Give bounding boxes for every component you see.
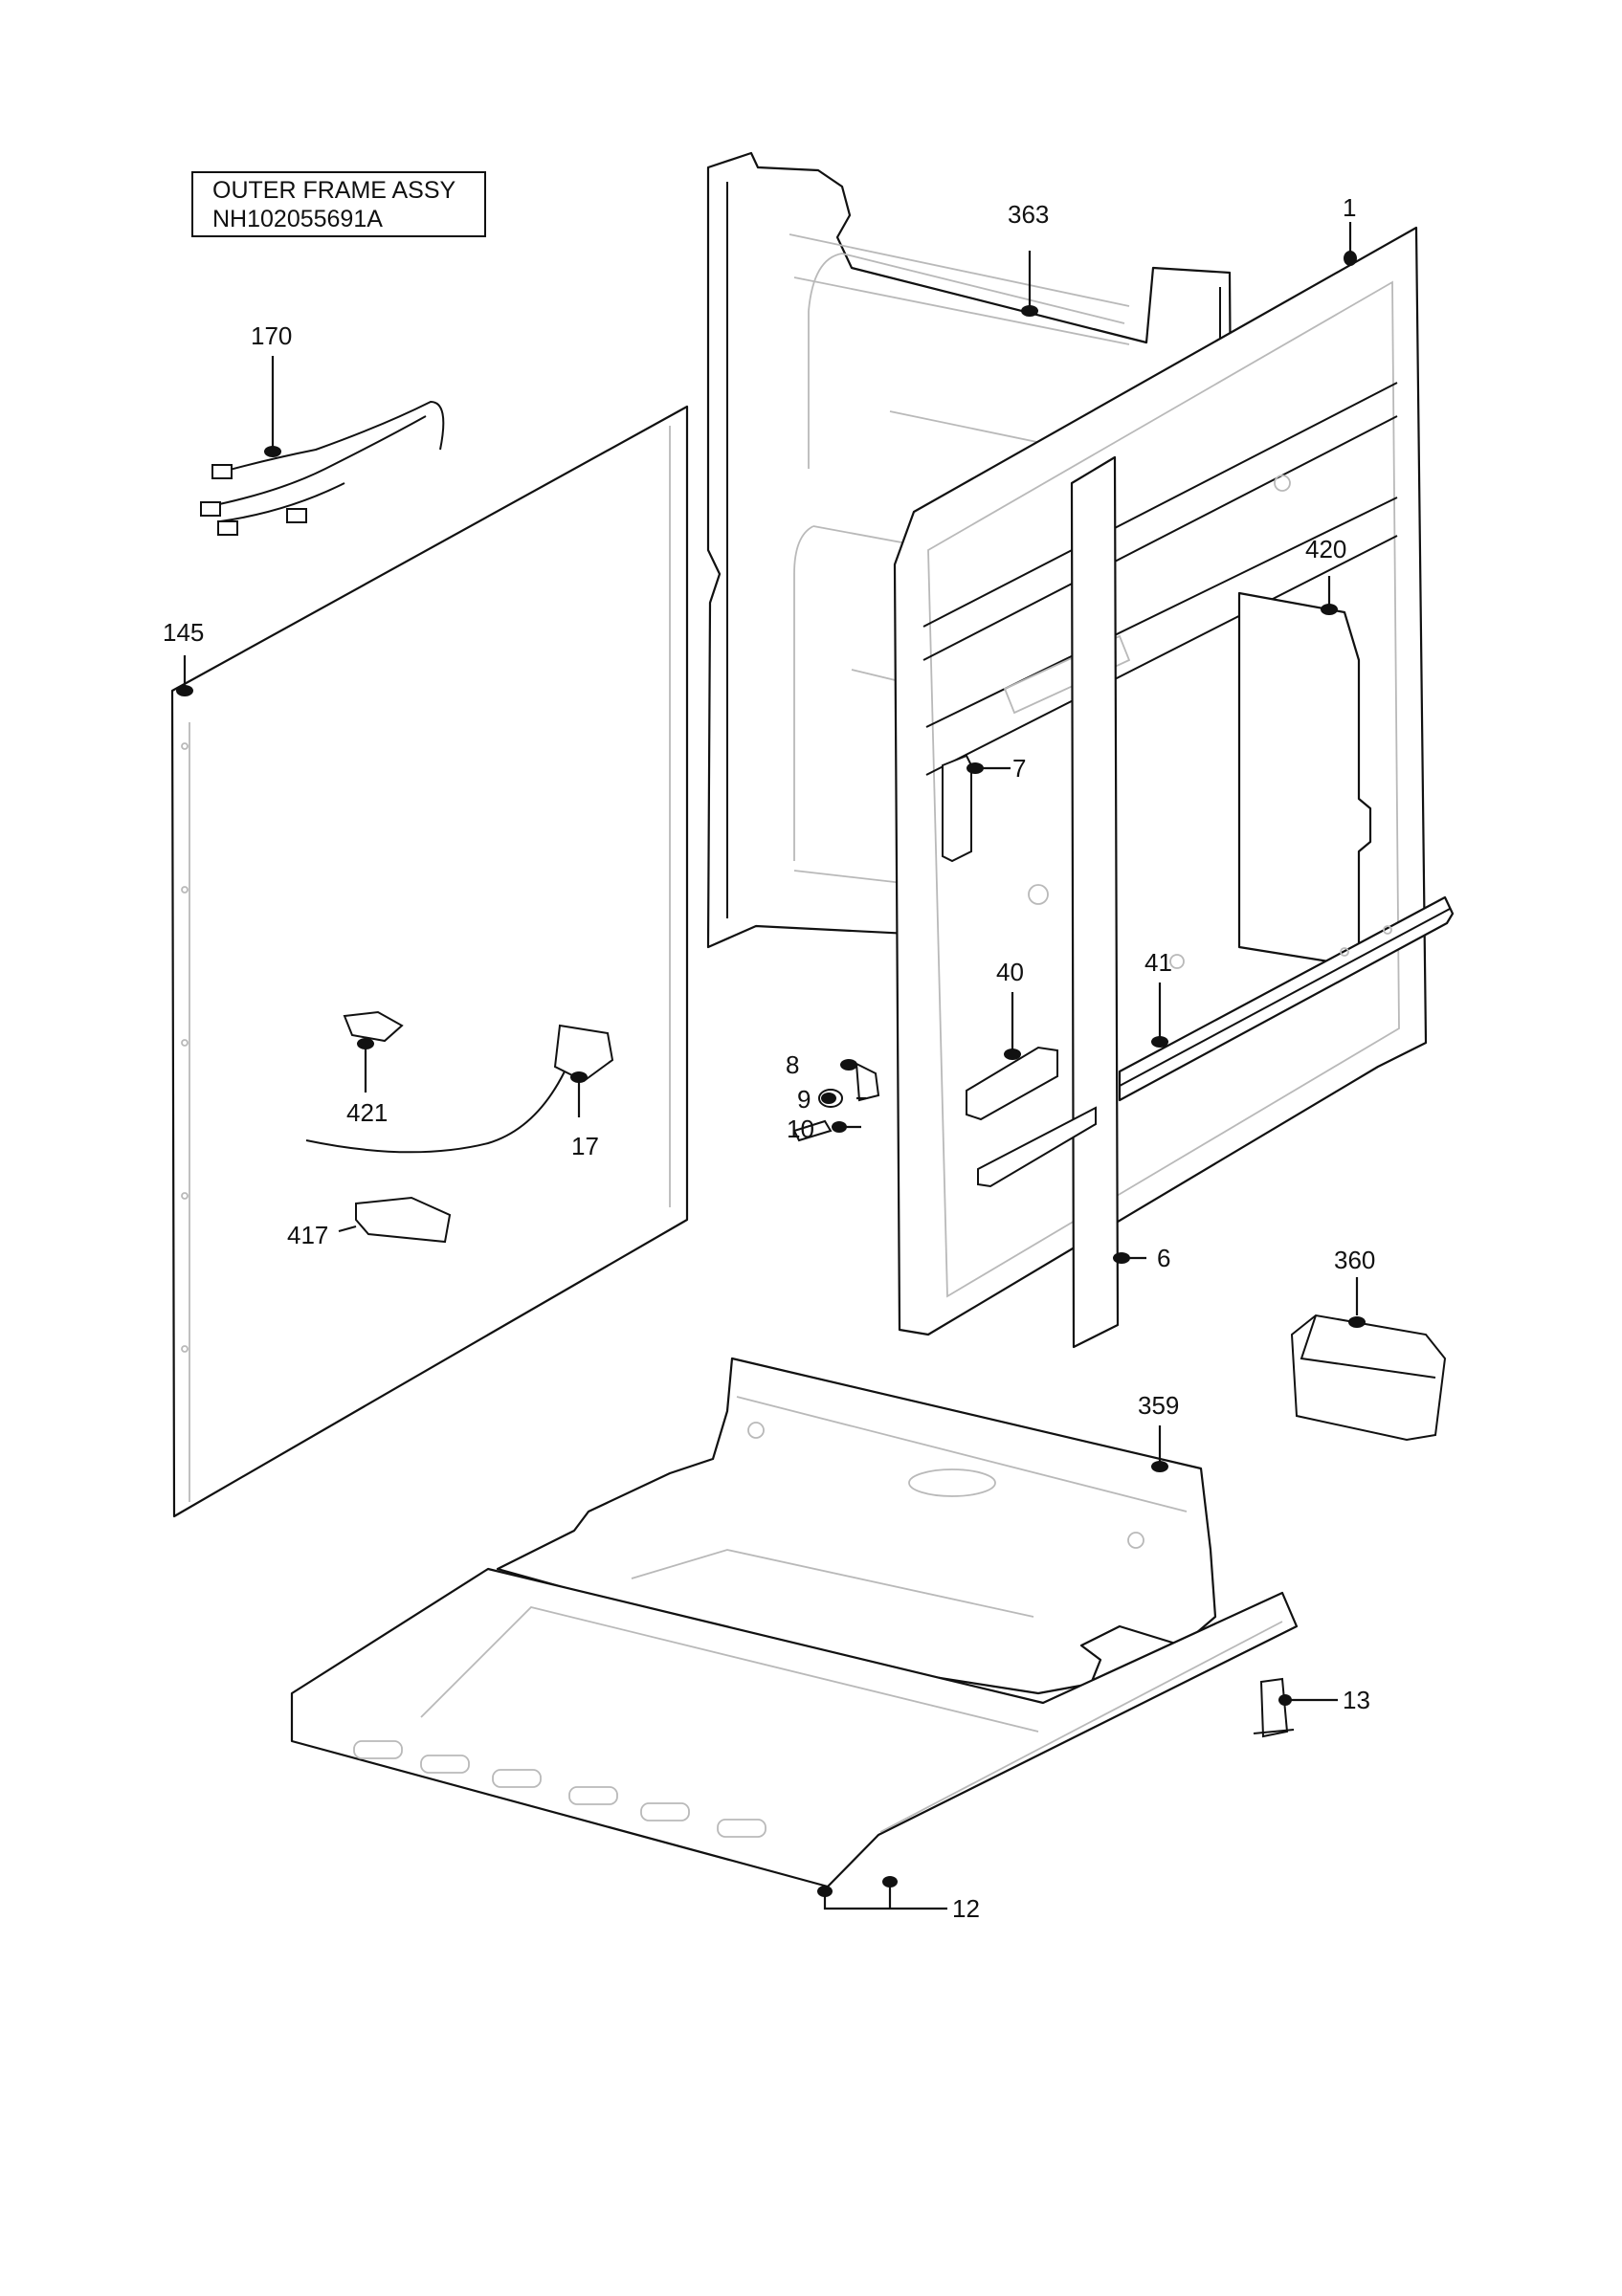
base-cover-359 (496, 1357, 1217, 1695)
callout-12: 12 (952, 1894, 980, 1923)
dot-12b (882, 1876, 898, 1888)
dot-7 (967, 762, 984, 774)
part-421 (343, 1010, 404, 1043)
callout-6: 6 (1157, 1244, 1170, 1272)
reference-dots (176, 251, 1366, 1897)
callout-labels: 1 363 420 170 145 7 8 9 10 40 41 421 17 … (163, 193, 1375, 1923)
dot-145 (176, 685, 193, 696)
dot-1 (1344, 251, 1357, 266)
dot-8 (840, 1059, 857, 1071)
connector-417 (355, 1196, 452, 1244)
wire-harness-170 (200, 400, 445, 536)
dot-360 (1348, 1316, 1366, 1328)
callout-41: 41 (1144, 948, 1172, 977)
callout-363: 363 (1008, 200, 1049, 229)
dot-6 (1113, 1252, 1130, 1264)
vertical-strip-6 (1070, 455, 1120, 1349)
bracket-7 (942, 754, 972, 863)
dot-420 (1321, 604, 1338, 615)
callout-145: 145 (163, 618, 204, 647)
callout-170: 170 (251, 321, 292, 350)
plug-cable-17 (305, 1024, 614, 1154)
dot-170 (264, 446, 281, 457)
callout-8: 8 (786, 1050, 799, 1079)
callout-10: 10 (787, 1115, 814, 1143)
callout-417: 417 (287, 1221, 328, 1249)
foot-13 (1253, 1677, 1295, 1738)
title-line-2: NH102055691A (212, 206, 383, 232)
callout-9: 9 (797, 1085, 811, 1114)
title-line-1: OUTER FRAME ASSY (212, 177, 456, 204)
leader-lines (183, 222, 1359, 1910)
callout-359: 359 (1138, 1391, 1179, 1420)
dot-363 (1021, 305, 1038, 317)
callout-421: 421 (346, 1098, 388, 1127)
callout-40: 40 (996, 958, 1024, 986)
callout-420: 420 (1305, 535, 1346, 563)
callout-17: 17 (571, 1132, 599, 1160)
dot-10 (832, 1121, 847, 1133)
dot-12a (817, 1886, 833, 1897)
dot-41 (1151, 1036, 1168, 1048)
callout-13: 13 (1343, 1686, 1370, 1714)
dot-421 (357, 1038, 374, 1049)
dot-9 (821, 1093, 836, 1104)
dot-359 (1151, 1461, 1168, 1472)
rail-41 (1118, 895, 1455, 1102)
brackets-40 (966, 1046, 1097, 1188)
dot-17 (570, 1071, 588, 1083)
title-block: OUTER FRAME ASSY NH102055691A (191, 171, 486, 237)
base-tray-12 (290, 1567, 1299, 1888)
block-360 (1290, 1314, 1447, 1442)
back-cover-420 (1237, 591, 1372, 968)
side-panel-145 (170, 405, 689, 1518)
dot-13 (1278, 1694, 1292, 1706)
dot-40 (1004, 1049, 1021, 1060)
callout-7: 7 (1012, 754, 1026, 783)
callout-1: 1 (1343, 193, 1356, 222)
callout-360: 360 (1334, 1246, 1375, 1274)
